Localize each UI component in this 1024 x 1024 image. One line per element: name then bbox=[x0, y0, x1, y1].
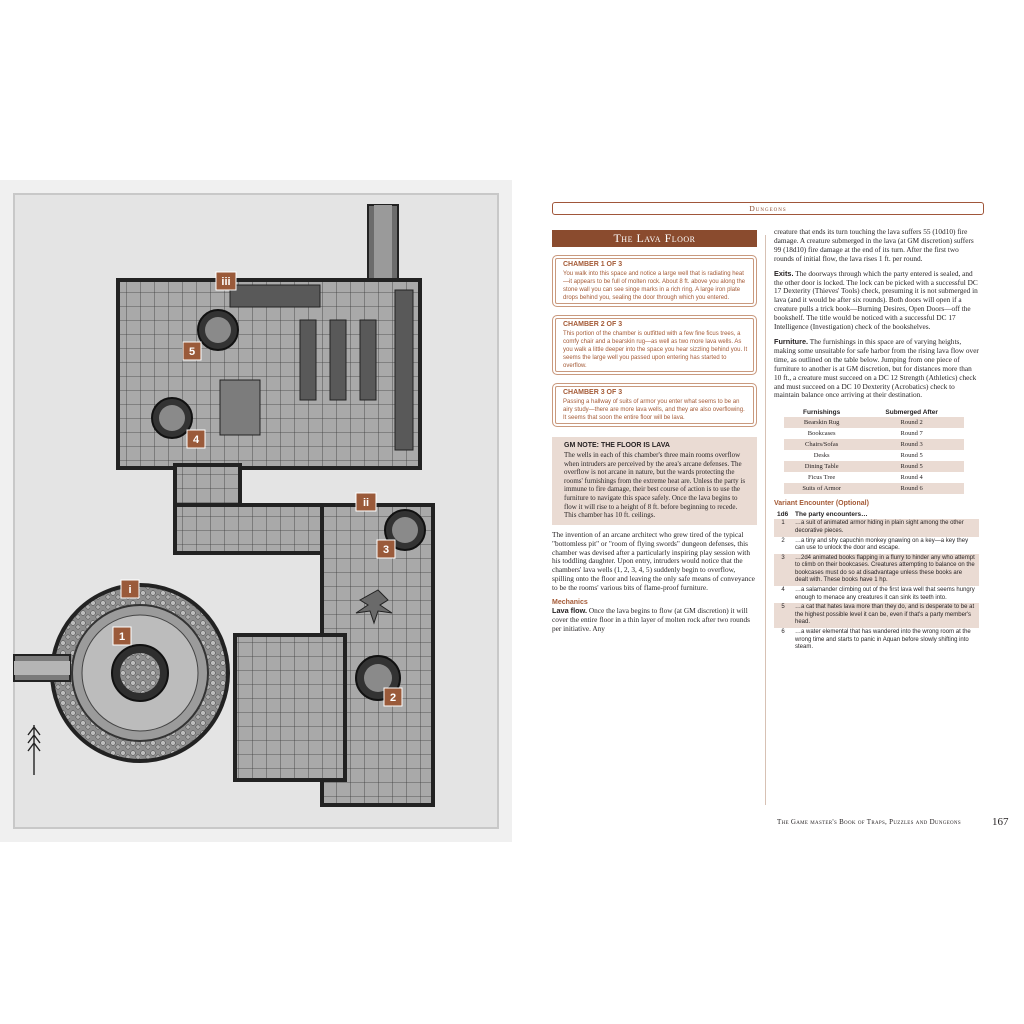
table-row: 5…a cat that hates lava more than they d… bbox=[774, 603, 979, 629]
svg-text:1: 1 bbox=[119, 631, 125, 643]
table-header: Submerged After bbox=[885, 409, 938, 417]
table-header: Furnishings bbox=[803, 409, 841, 417]
table-cell: …a suit of animated armor hiding in plai… bbox=[792, 519, 979, 537]
table-cell: Ficus Tree bbox=[808, 474, 836, 482]
chamber-heading: CHAMBER 2 OF 3 bbox=[563, 321, 623, 328]
table-cell: Round 6 bbox=[859, 483, 964, 495]
variant-heading: Variant Encounter (Optional) bbox=[774, 500, 869, 508]
gm-note-text: The wells in each of this chamber's thre… bbox=[564, 451, 746, 520]
lava-flow-label: Lava flow. bbox=[552, 606, 588, 616]
table-cell: Bookcases bbox=[807, 430, 836, 438]
exits-text: The doorways through which the party ent… bbox=[774, 268, 978, 332]
text-page: Dungeons The Lava Floor CHAMBER 1 OF 3 Y… bbox=[512, 180, 1024, 842]
table-cell: 5 bbox=[774, 603, 792, 629]
table-row: Desks Round 5 bbox=[784, 450, 964, 461]
table-row: 4 …a salamander climbing out of the first… bbox=[774, 586, 979, 603]
map-label-i: i bbox=[120, 579, 140, 599]
furniture-text: The furnishings in this space are of var… bbox=[774, 336, 979, 400]
running-footer: The Game master's Book of Traps, Puzzles… bbox=[777, 818, 961, 826]
table-header: The party encounters… bbox=[795, 511, 868, 519]
map-label-ii: ii bbox=[355, 492, 377, 512]
section-title: The Lava Floor bbox=[552, 230, 757, 247]
map-label-iii: iii bbox=[215, 271, 237, 291]
table-cell: …a cat that hates lava more than they do… bbox=[792, 603, 979, 629]
mechanics-heading: Mechanics bbox=[552, 599, 588, 607]
svg-text:ii: ii bbox=[363, 497, 369, 509]
svg-text:i: i bbox=[128, 584, 131, 596]
table-cell: Round 7 bbox=[900, 430, 923, 438]
table-cell: Round 4 bbox=[900, 474, 923, 482]
svg-text:iii: iii bbox=[221, 276, 230, 288]
lava-flow-paragraph: Lava flow. Once the lava begins to flow … bbox=[552, 606, 757, 634]
table-cell: …2d4 animated books flapping in a flurry… bbox=[792, 553, 979, 587]
map-illustration: iii 5 4 ii 3 i 1 2 bbox=[0, 180, 512, 842]
chamber-box-1: CHAMBER 1 OF 3 You walk into this space … bbox=[552, 255, 757, 307]
table-cell: Round 2 bbox=[859, 417, 964, 429]
svg-text:3: 3 bbox=[383, 544, 389, 556]
right-column: creature that ends its turn touching the… bbox=[774, 227, 979, 653]
chamber-box-3: CHAMBER 3 OF 3 Passing a hallway of suit… bbox=[552, 383, 757, 427]
table-row: Ficus Tree Round 4 bbox=[784, 472, 964, 483]
lava-flow-text: Once the lava begins to flow (at GM disc… bbox=[552, 606, 750, 633]
chamber-text: This portion of the chamber is outfitted… bbox=[563, 331, 748, 369]
exits-label: Exits. bbox=[774, 268, 794, 278]
table-cell: Round 5 bbox=[859, 461, 964, 473]
section-header: Dungeons bbox=[552, 202, 984, 215]
table-cell: Dining Table bbox=[784, 461, 860, 473]
table-cell: Round 3 bbox=[859, 439, 964, 451]
table-row: 6 …a water elemental that has wandered in… bbox=[774, 628, 979, 653]
intro-paragraph: The invention of an arcane architect who… bbox=[552, 529, 755, 593]
map-label-2: 2 bbox=[383, 687, 403, 707]
variant-encounter-table: 1d6 The party encounters… 1…a suit of ani… bbox=[774, 510, 979, 653]
map-label-5: 5 bbox=[182, 341, 202, 361]
table-cell: Desks bbox=[813, 452, 830, 460]
exits-paragraph: Exits. The doorways through which the pa… bbox=[774, 268, 979, 332]
table-cell: 1 bbox=[774, 519, 792, 537]
table-cell: …a water elemental that has wandered int… bbox=[795, 629, 971, 651]
table-cell: 2 bbox=[781, 537, 785, 544]
svg-text:2: 2 bbox=[390, 692, 396, 704]
column-divider bbox=[765, 235, 766, 805]
chamber-heading: CHAMBER 1 OF 3 bbox=[563, 261, 623, 268]
table-cell: 6 bbox=[781, 629, 785, 636]
chamber-heading: CHAMBER 3 OF 3 bbox=[563, 389, 623, 396]
table-cell: …a tiny and shy capuchin monkey gnawing … bbox=[795, 537, 969, 552]
gm-note-heading: GM NOTE: THE FLOOR IS LAVA bbox=[564, 442, 670, 449]
table-cell: …a salamander climbing out of the first … bbox=[795, 587, 975, 601]
gm-note: GM NOTE: THE FLOOR IS LAVA The wells in … bbox=[552, 437, 757, 525]
map-label-4: 4 bbox=[186, 429, 206, 449]
table-row: 2 …a tiny and shy capuchin monkey gnawing… bbox=[774, 537, 979, 554]
table-row: 3…2d4 animated books flapping in a flurr… bbox=[774, 553, 979, 587]
map-label-1: 1 bbox=[112, 626, 132, 646]
map-label-3: 3 bbox=[376, 539, 396, 559]
table-row: 1…a suit of animated armor hiding in pla… bbox=[774, 519, 979, 537]
chamber-text: Passing a hallway of suits of armor you … bbox=[563, 399, 745, 421]
table-cell: Suits of Armor bbox=[784, 483, 860, 495]
left-column: The Lava Floor CHAMBER 1 OF 3 You walk i… bbox=[552, 230, 757, 634]
furniture-paragraph: Furniture. The furnishings in this space… bbox=[774, 336, 979, 400]
svg-text:4: 4 bbox=[193, 434, 200, 446]
table-cell: Bearskin Rug bbox=[784, 417, 860, 429]
lava-flow-continued: creature that ends its turn touching the… bbox=[774, 227, 974, 263]
furniture-label: Furniture. bbox=[774, 336, 809, 346]
table-cell: Chairs/Sofas bbox=[784, 439, 860, 451]
chamber-text: You walk into this space and notice a la… bbox=[563, 271, 746, 301]
table-row: Bookcases Round 7 bbox=[784, 428, 964, 439]
table-cell: Round 5 bbox=[900, 452, 923, 460]
dungeon-map: iii 5 4 ii 3 i 1 2 bbox=[0, 180, 512, 842]
table-cell: 4 bbox=[781, 587, 785, 594]
chamber-box-2: CHAMBER 2 OF 3 This portion of the chamb… bbox=[552, 315, 757, 375]
table-cell: 3 bbox=[774, 553, 792, 587]
page-number: 167 bbox=[992, 816, 1009, 828]
svg-text:5: 5 bbox=[189, 346, 195, 358]
table-header: 1d6 bbox=[777, 511, 789, 519]
